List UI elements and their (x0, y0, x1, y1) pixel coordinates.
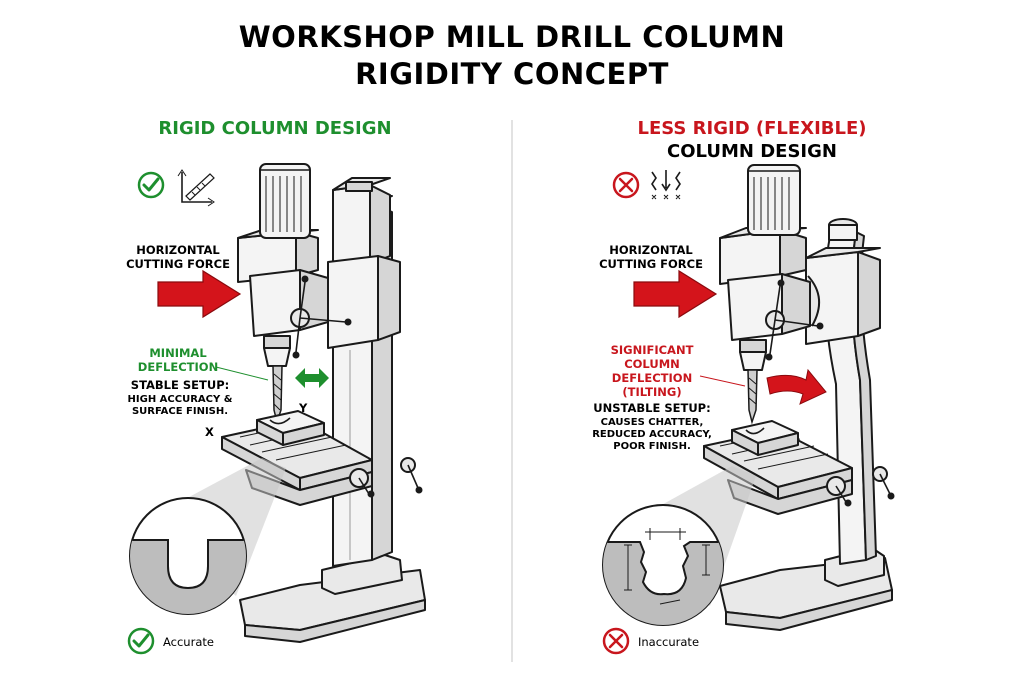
left-deflection-label-2: DEFLECTION (138, 360, 218, 374)
left-force-label-2: CUTTING FORCE (126, 257, 230, 271)
right-deflection-label-4: (TILTING) (622, 385, 681, 399)
accurate-label: Accurate (163, 635, 214, 649)
right-detail-zoom (602, 504, 724, 626)
axes-ruler-icon (177, 169, 215, 207)
axis-y-label: Y (298, 401, 308, 415)
left-panel: RIGID COLUMN DESIGN HORIZONTAL CUTTING F… (126, 118, 426, 655)
right-setup-desc-2: REDUCED ACCURACY, (592, 429, 712, 440)
accurate-check-icon (127, 627, 155, 655)
right-deflection-label-3: DEFLECTION (612, 371, 692, 385)
inaccurate-label: Inaccurate (638, 635, 699, 649)
right-setup-desc-1: CAUSES CHATTER, (601, 417, 704, 428)
left-detail-zoom (129, 497, 247, 615)
right-heading-2: COLUMN DESIGN (667, 141, 837, 162)
right-force-arrow (633, 269, 718, 319)
right-deflection-leader (699, 375, 746, 387)
x-circle-icon (612, 171, 640, 199)
inaccurate-x-icon (602, 627, 630, 655)
right-machine (703, 164, 895, 631)
title-line-2: RIGIDITY CONCEPT (355, 57, 669, 91)
left-deflection-label-1: MINIMAL (149, 346, 207, 360)
right-setup-title: UNSTABLE SETUP: (593, 401, 710, 415)
left-setup-desc-1: HIGH ACCURACY & (128, 394, 233, 405)
right-force-label-1: HORIZONTAL (609, 243, 693, 257)
left-setup-title: STABLE SETUP: (131, 378, 229, 392)
right-deflection-label-1: SIGNIFICANT (611, 343, 694, 357)
left-force-label-1: HORIZONTAL (136, 243, 220, 257)
right-setup-desc-3: POOR FINISH. (613, 441, 691, 452)
vibration-icon (651, 170, 681, 200)
left-force-arrow (157, 269, 242, 319)
right-panel: LESS RIGID (FLEXIBLE) COLUMN DESIGN HORI… (592, 118, 895, 655)
title-line-1: WORKSHOP MILL DRILL COLUMN (239, 20, 786, 54)
right-force-label-2: CUTTING FORCE (599, 257, 703, 271)
left-deflection-leader (215, 366, 269, 381)
left-heading: RIGID COLUMN DESIGN (158, 118, 391, 139)
right-deflection-label-2: COLUMN (624, 357, 680, 371)
left-setup-desc-2: SURFACE FINISH. (132, 406, 228, 417)
check-circle-icon (137, 171, 165, 199)
minimal-deflection-arrow (295, 368, 329, 388)
tilting-arrow (766, 368, 827, 405)
right-heading-1: LESS RIGID (FLEXIBLE) (638, 118, 867, 139)
axis-x-label: X (205, 425, 214, 439)
left-machine (221, 163, 426, 643)
